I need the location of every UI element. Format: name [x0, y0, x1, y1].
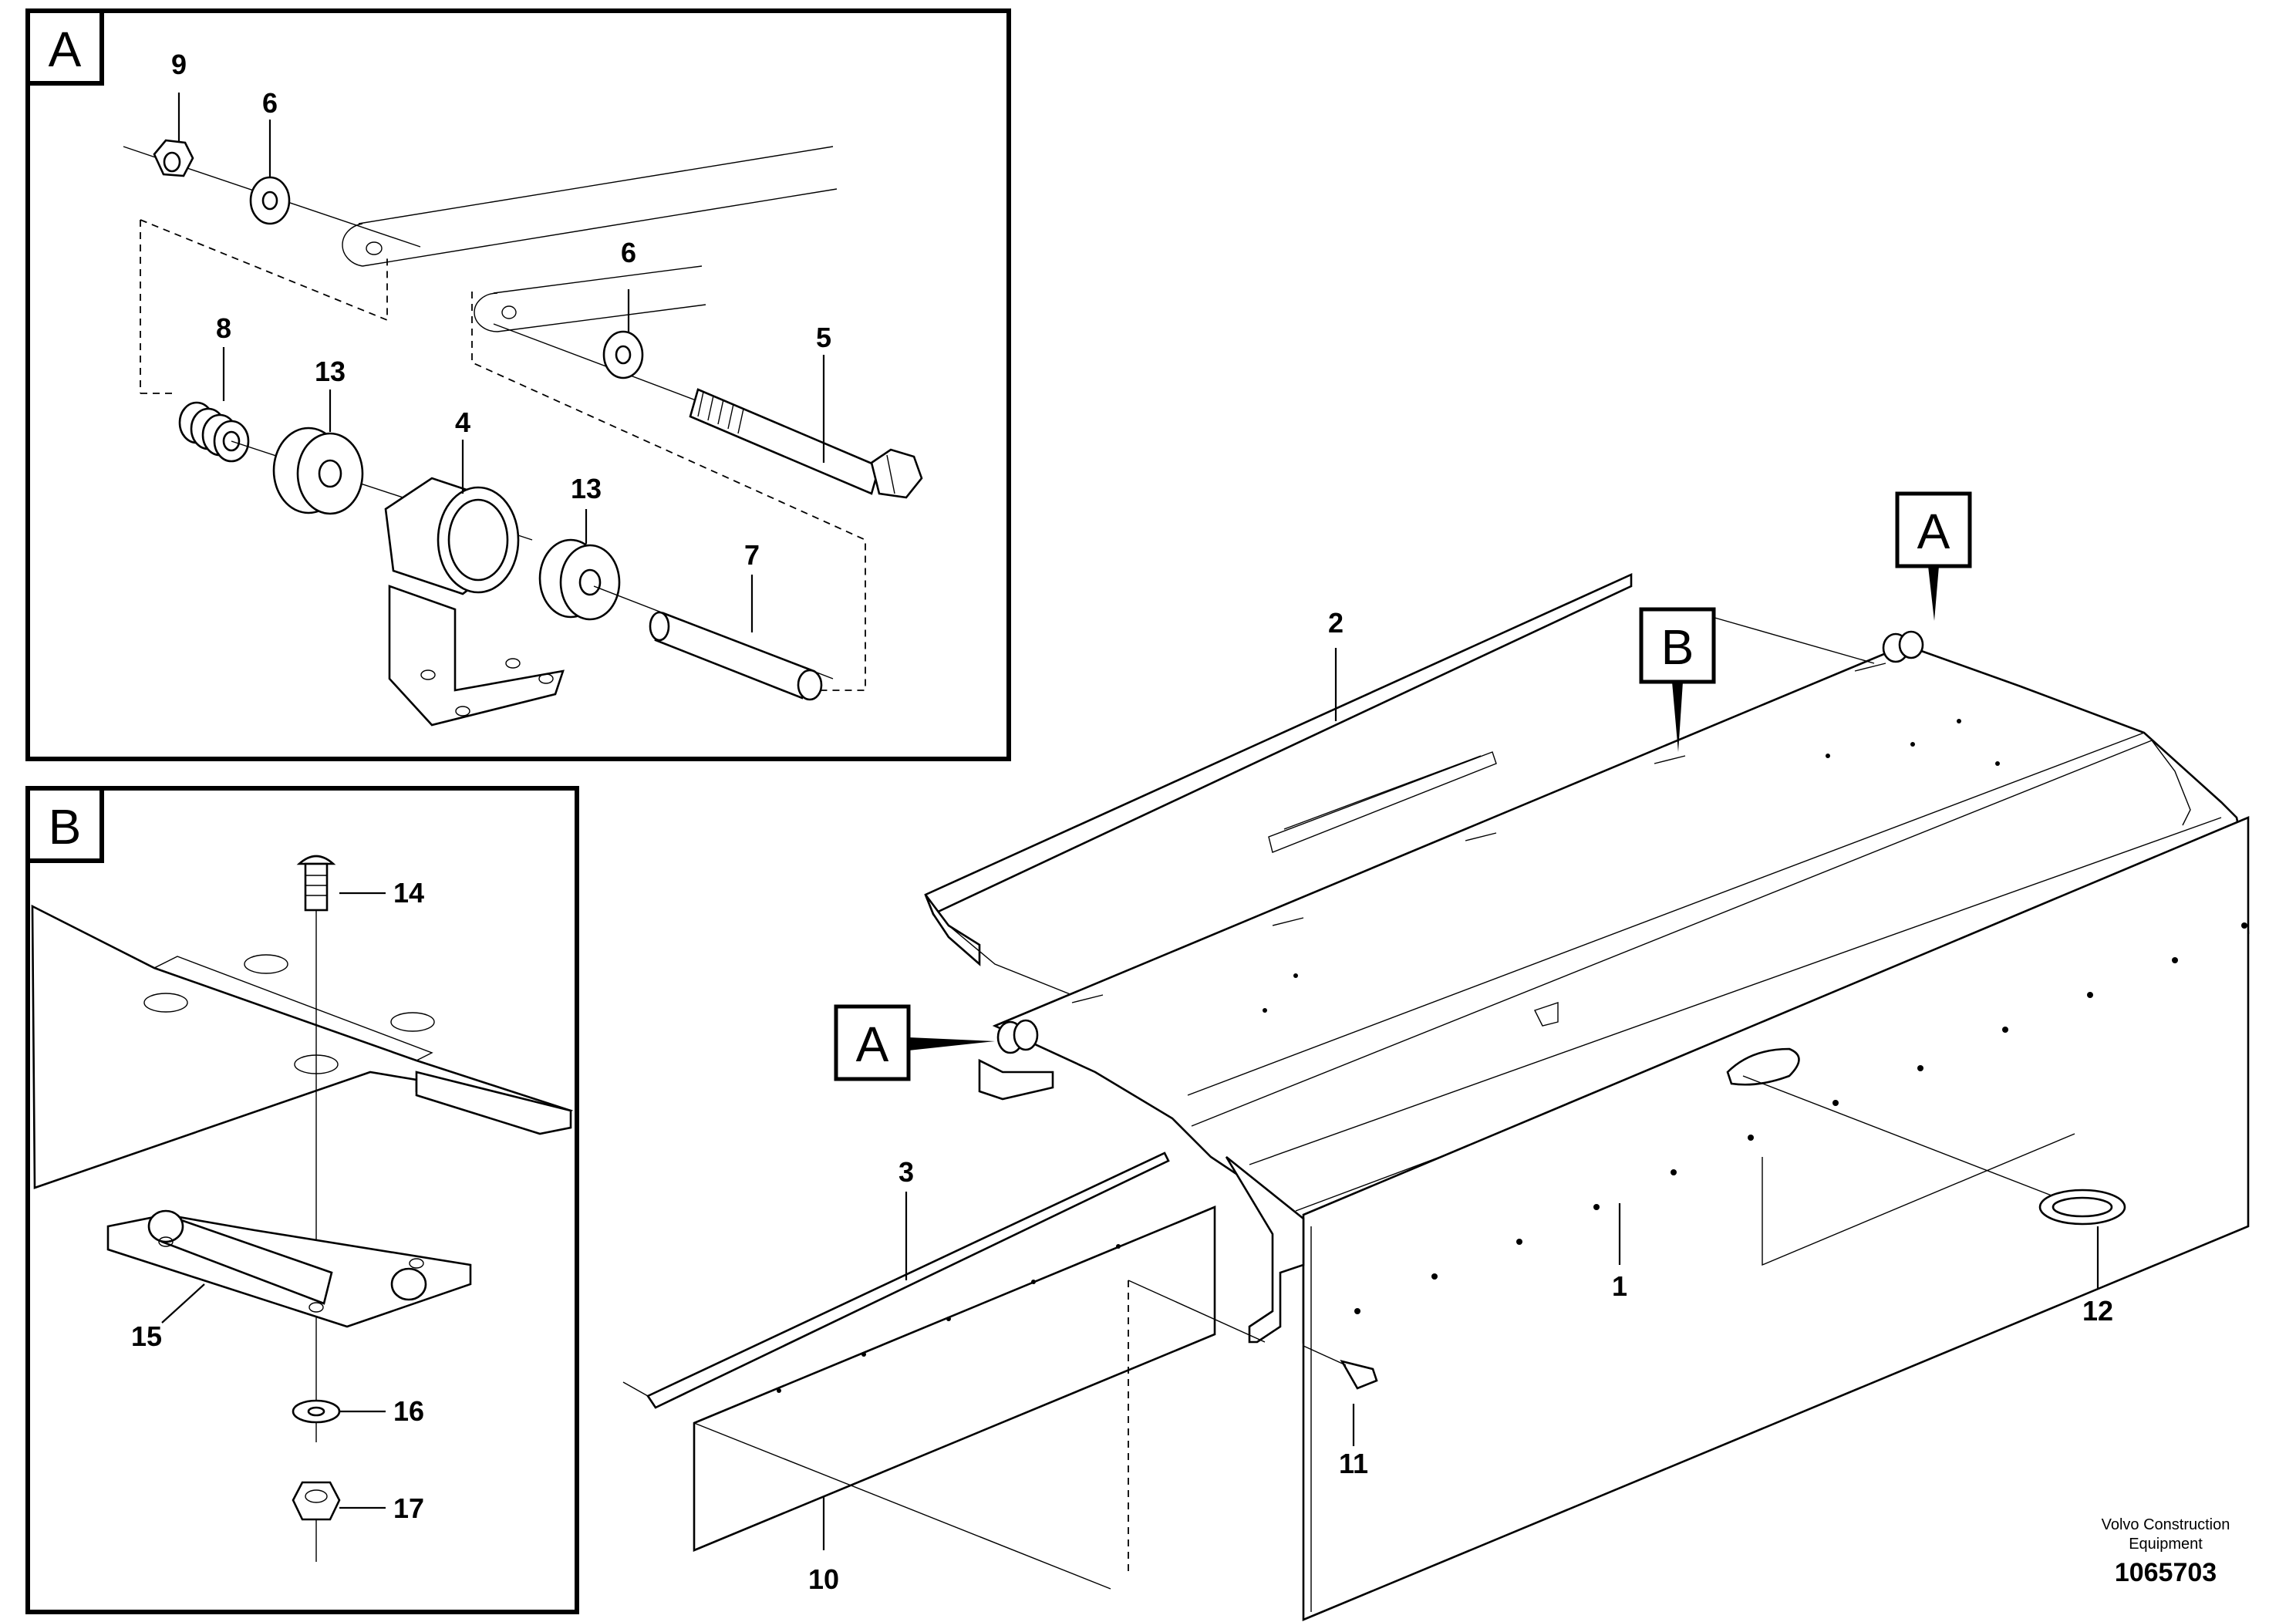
callout-a-right: A	[1895, 491, 1972, 621]
drawing-number: 1065703	[2115, 1558, 2217, 1587]
part-13-bearing-left	[272, 427, 364, 515]
part-15-hinge	[106, 1209, 472, 1328]
label-part-11: 11	[1339, 1448, 1368, 1479]
label-part-13-left: 13	[315, 356, 346, 387]
label-part-5: 5	[816, 322, 831, 353]
label-part-6-upper: 6	[262, 87, 278, 119]
part-16-washer	[292, 1399, 341, 1424]
part-9-nut	[153, 139, 194, 177]
part-6-washer-lower	[602, 330, 644, 379]
svg-text:B: B	[1661, 619, 1694, 675]
detail-a-tag-box	[25, 8, 104, 86]
label-part-14: 14	[393, 877, 424, 909]
label-part-12: 12	[2082, 1295, 2113, 1327]
part-6-washer-upper	[249, 176, 291, 225]
callout-b: B	[1639, 607, 1716, 752]
label-part-6-lower: 6	[621, 237, 636, 268]
company-line-1: Volvo Construction	[2102, 1516, 2230, 1533]
part-4-bracket	[384, 477, 565, 727]
label-part-7: 7	[744, 539, 760, 571]
part-17-nut	[292, 1481, 341, 1521]
main-assembly: 2 3 1 11 12 10 A A B	[622, 491, 2250, 1621]
hinge-bracket-left	[978, 1019, 1054, 1101]
part-1-cover-body	[992, 646, 2250, 1621]
label-part-8: 8	[216, 312, 231, 344]
part-5-bolt	[689, 388, 923, 499]
label-part-17: 17	[393, 1492, 424, 1524]
detail-a-tag: A	[49, 22, 82, 77]
company-line-2: Equipment	[2129, 1536, 2203, 1553]
part-7-pin	[649, 611, 823, 701]
part-12-grommet	[2038, 1189, 2126, 1226]
svg-text:A: A	[856, 1017, 889, 1072]
part-11-screw	[1303, 1345, 1378, 1390]
detail-view-a: A	[25, 8, 1011, 761]
label-part-2: 2	[1328, 607, 1344, 639]
footer: Volvo Construction Equipment 1065703	[2102, 1516, 2230, 1587]
detail-view-b: B	[25, 786, 579, 1614]
detail-b-tag-box	[25, 786, 104, 863]
label-part-10: 10	[808, 1563, 839, 1595]
hinge-bracket-right	[1882, 630, 1924, 663]
part-3-strip	[622, 1152, 1170, 1409]
part-8-spring	[178, 401, 250, 463]
label-part-13-right: 13	[571, 473, 602, 504]
detail-b-tag: B	[49, 799, 82, 855]
callout-a-left: A	[834, 1004, 995, 1081]
part-10-panel	[693, 1206, 1216, 1573]
label-part-9: 9	[171, 49, 187, 80]
part-14-screw	[296, 855, 336, 912]
label-part-16: 16	[393, 1395, 424, 1427]
svg-text:A: A	[1917, 504, 1950, 559]
label-part-4: 4	[455, 406, 470, 438]
label-part-3: 3	[899, 1156, 914, 1188]
label-part-15: 15	[131, 1320, 162, 1352]
label-part-1: 1	[1612, 1270, 1627, 1302]
bolt-holes	[1263, 719, 2247, 1314]
part-13-bearing-right	[538, 538, 621, 621]
part-2-cover-flap	[924, 572, 1633, 996]
